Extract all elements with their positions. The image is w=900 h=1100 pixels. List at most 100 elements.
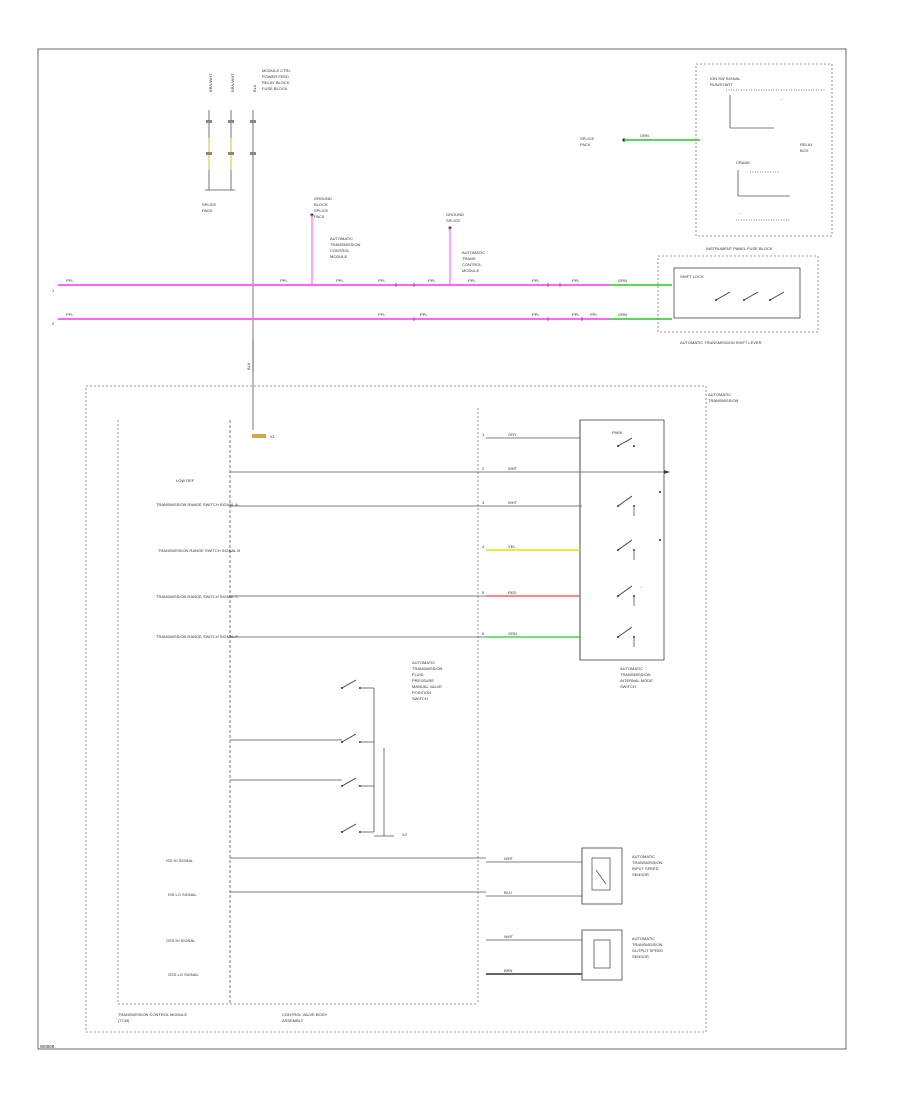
range-signal-b-label: TRANSMISSION RANGE SWITCH SIGNAL B [158, 548, 240, 553]
connector-label-1: BRN/WHT [208, 73, 213, 92]
mid-annotation-left-3: CONTROL [330, 248, 350, 253]
range-switch-contacts: ... [617, 491, 661, 647]
footer-code: W0000 [40, 1044, 55, 1049]
shift-lever-title: AUTOMATIC TRANSMISSION SHIFT LEVER [680, 340, 762, 345]
bus-green-label-upper: GRN [618, 278, 627, 283]
connector-mark-x2: X2 [402, 832, 408, 837]
ground-label-left-2: BLOCK [314, 202, 328, 207]
pressure-switch-label-6: POSITION [412, 690, 431, 695]
shift-lever-box: INSTRUMENT PANEL FUSE BLOCK SHIFT LOCK A… [657, 246, 819, 345]
ignition-side-label-2: BOX [800, 148, 809, 153]
top-right-green-label: GRN [640, 133, 649, 138]
right-wire-label-5: RED [508, 590, 517, 595]
right-wire-label-6: GRN [508, 631, 517, 636]
lower-wire-label-4: BRN [504, 968, 513, 973]
ground-splices: GROUND BLOCK SPLICE PACK AUTOMATIC TRANS… [310, 196, 485, 285]
top-right-splice-label-1: SPLICE [580, 136, 595, 141]
connector-label-2: BRN/WHT [230, 73, 235, 92]
range-switch-label-1: AUTOMATIC [620, 666, 643, 671]
top-right-splice-label-2: PACK [580, 142, 591, 147]
pressure-switch-label-2: TRANSMISSION [412, 666, 443, 671]
bus-upper-label-2: PPL [280, 278, 288, 283]
svg-text:...: ... [738, 210, 741, 215]
pressure-switch-label-1: AUTOMATIC [412, 660, 435, 665]
right-pin-label-2: 2 [482, 466, 485, 471]
bus-lower-label-6: PPL [590, 312, 598, 317]
ground-label-left-3: SPLICE [314, 208, 329, 213]
ground-label-left-4: PACK [314, 214, 325, 219]
input-speed-sensor [581, 847, 623, 905]
range-signal-p-label: TRANSMISSION RANGE SWITCH SIGNAL P [156, 634, 238, 639]
range-switch-label-3: INTERNAL MODE [620, 678, 653, 683]
bus-wires: 1 2 PPL PPL PPL PPL PPL PPL PPL PPL GRN … [52, 278, 672, 326]
bus-upper-label-3: PPL [336, 278, 344, 283]
bus-lower-label-4: PPL [532, 312, 540, 317]
speed-sensor-signals: ISS HI SIGNAL ISS LO SIGNAL OSS HI SIGNA… [166, 856, 582, 977]
range-switch-box [579, 419, 665, 661]
oss-lo-label: OSS LO SIGNAL [168, 972, 199, 977]
ignition-box-title-2: RUN/START [710, 82, 733, 87]
top-block-label-1: MODULE CTRL [262, 68, 291, 73]
low-ref-label: LOW REF [176, 478, 195, 483]
outer-box-label-2: TRANSMISSION [708, 398, 739, 403]
right-wire-label-1: GRY [508, 432, 517, 437]
top-block-label-3: RELAY BLOCK [262, 80, 290, 85]
connector-mark-x1: X1 [270, 434, 276, 439]
range-signal-a-label: TRANSMISSION RANGE SWITCH SIGNAL A [156, 502, 238, 507]
right-pin-label-6: 6 [482, 631, 485, 636]
cvb-label-2: ASSEMBLY [282, 1018, 304, 1023]
tcm-label-2: (TCM) [118, 1018, 130, 1023]
svg-text:...: ... [780, 96, 783, 101]
ground-label-mid-1: GROUND [446, 212, 464, 217]
iss-label-1: AUTOMATIC [632, 854, 655, 859]
outer-box-label-1: AUTOMATIC [708, 392, 731, 397]
right-wire-label-2: WHT [508, 466, 518, 471]
ignition-side-label-1: RELAY [800, 142, 813, 147]
right-wire-label-3: WHT [508, 500, 518, 505]
lower-wire-label-3: WHT [504, 934, 514, 939]
mid-annotation-right-1: AUTOMATIC [462, 250, 485, 255]
fuse-block-label-2: PACK [202, 208, 213, 213]
automatic-transmission-box [85, 385, 707, 1033]
left-signals: LOW REF TRANSMISSION RANGE SWITCH SIGNAL… [156, 470, 670, 639]
bus-upper-label-1: PPL [66, 278, 74, 283]
bus-upper-label-5: PPL [428, 278, 436, 283]
pressure-switch-assembly: X2 [230, 679, 408, 837]
ignition-sub-label: CRANK [736, 160, 750, 165]
ignition-box-title-1: IGN SW SIGNAL [710, 76, 741, 81]
bus-green-label-lower: GRN [618, 312, 627, 317]
iss-label-2: TRANSMISSION [632, 860, 663, 865]
oss-label-1: AUTOMATIC [632, 936, 655, 941]
oss-label-4: SENSOR [632, 954, 649, 959]
mid-annotation-left-2: TRANSMISSION [330, 242, 361, 247]
bus-lower-label-2: PPL [378, 312, 386, 317]
mid-annotation-right-4: MODULE [462, 268, 479, 273]
ignition-relay-box: IGN SW SIGNAL RUN/START ... RELAY BOX CR… [580, 63, 833, 237]
mid-annotation-left-4: MODULE [330, 254, 347, 259]
oss-hi-label: OSS HI SIGNAL [166, 938, 196, 943]
right-pin-label-4: 4 [482, 544, 485, 549]
pressure-switch-label-3: FLUID [412, 672, 424, 677]
shift-lever-top-label: INSTRUMENT PANEL FUSE BLOCK [706, 246, 773, 251]
top-block-label-2: POWER FEED [262, 74, 289, 79]
range-switch-wires: GRY 1 WHT 2 WHT 3 YEL 4 RED 5 GRN 6 [482, 432, 580, 636]
pressure-switch-label-4: PRESSURE [412, 678, 434, 683]
bus-lower-label-1: PPL [66, 312, 74, 317]
pressure-switch-label-7: SWITCH [412, 696, 428, 701]
top-connectors: BRN/WHT BRN/WHT BLK MODULE CTRL POWER FE… [202, 68, 291, 430]
right-pin-label-3: 3 [482, 500, 485, 505]
ground-label-left-1: GROUND [314, 196, 332, 201]
lower-wire-label-1: WHT [504, 856, 514, 861]
shift-lock-label: SHIFT LOCK [680, 274, 704, 279]
bus-upper-label-7: PPL [532, 278, 540, 283]
top-switch-label: PARK [612, 430, 623, 435]
mid-annotation-right-2: TRANS [462, 256, 476, 261]
svg-text:2: 2 [52, 321, 55, 326]
right-pin-label-5: 5 [482, 590, 485, 595]
svg-text:...: ... [640, 584, 643, 589]
range-switch-label-4: SWITCH [620, 684, 636, 689]
output-speed-sensor [581, 929, 623, 981]
diagram-frame [37, 48, 847, 1050]
svg-text:1: 1 [52, 288, 55, 293]
